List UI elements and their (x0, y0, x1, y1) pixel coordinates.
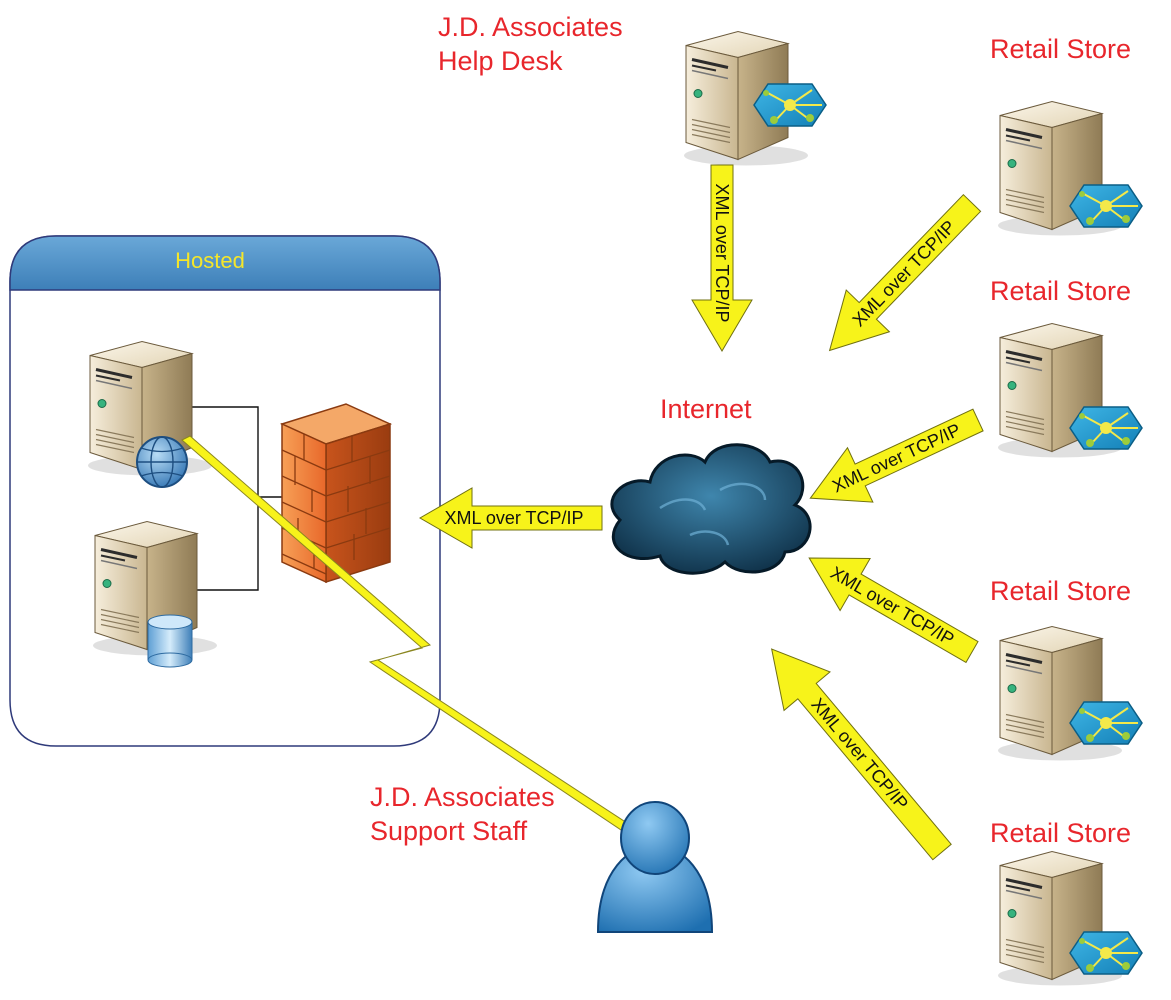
retail-store-4-server-icon (996, 849, 1143, 988)
wireless-network-icon (1069, 701, 1143, 745)
person-icon (596, 801, 714, 933)
help-desk-server-icon (682, 29, 827, 168)
cloud-icon (610, 443, 812, 575)
retail-store-label-3: Retail Store (990, 576, 1131, 606)
svg-text:XML over TCP/IP: XML over TCP/IP (827, 563, 957, 650)
support-staff-label-line1: J.D. Associates (370, 782, 555, 812)
internet-label: Internet (660, 394, 752, 424)
retail-store-label-4: Retail Store (990, 818, 1131, 848)
support-staff-label-line2: Support Staff (370, 816, 528, 846)
web-server-icon (86, 339, 214, 488)
wireless-network-icon (1069, 406, 1143, 450)
retail-store-label-1: Retail Store (990, 34, 1131, 64)
svg-text:XML over TCP/IP: XML over TCP/IP (444, 508, 583, 528)
database-server-icon (91, 519, 219, 668)
arrow-store-3-to-internet: XML over TCP/IP (808, 557, 979, 664)
svg-text:XML over TCP/IP: XML over TCP/IP (712, 183, 732, 322)
svg-text:XML over TCP/IP: XML over TCP/IP (807, 694, 912, 813)
help-desk-label-line1: J.D. Associates (438, 12, 623, 42)
svg-text:XML over TCP/IP: XML over TCP/IP (848, 217, 959, 331)
arrow-store-1-to-internet: XML over TCP/IP (828, 193, 982, 352)
retail-store-2-server-icon (996, 321, 1143, 460)
help-desk-label-line2: Help Desk (438, 46, 563, 76)
retail-store-3-server-icon (996, 624, 1143, 763)
wireless-network-icon (753, 83, 827, 127)
wireless-network-icon (1069, 931, 1143, 975)
arrow-internet-to-hosted: XML over TCP/IP (418, 487, 603, 549)
arrow-help-desk-to-internet: XML over TCP/IP (691, 164, 753, 352)
globe-icon (136, 436, 188, 488)
database-icon (147, 614, 193, 668)
hosted-header (9, 235, 441, 291)
arrow-store-2-to-internet: XML over TCP/IP (809, 408, 984, 503)
retail-store-1-server-icon (996, 99, 1143, 238)
firewall-icon (279, 403, 393, 584)
arrow-store-4-to-internet: XML over TCP/IP (770, 648, 952, 861)
hosted-title: Hosted (175, 248, 245, 273)
retail-store-label-2: Retail Store (990, 276, 1131, 306)
wireless-network-icon (1069, 184, 1143, 228)
